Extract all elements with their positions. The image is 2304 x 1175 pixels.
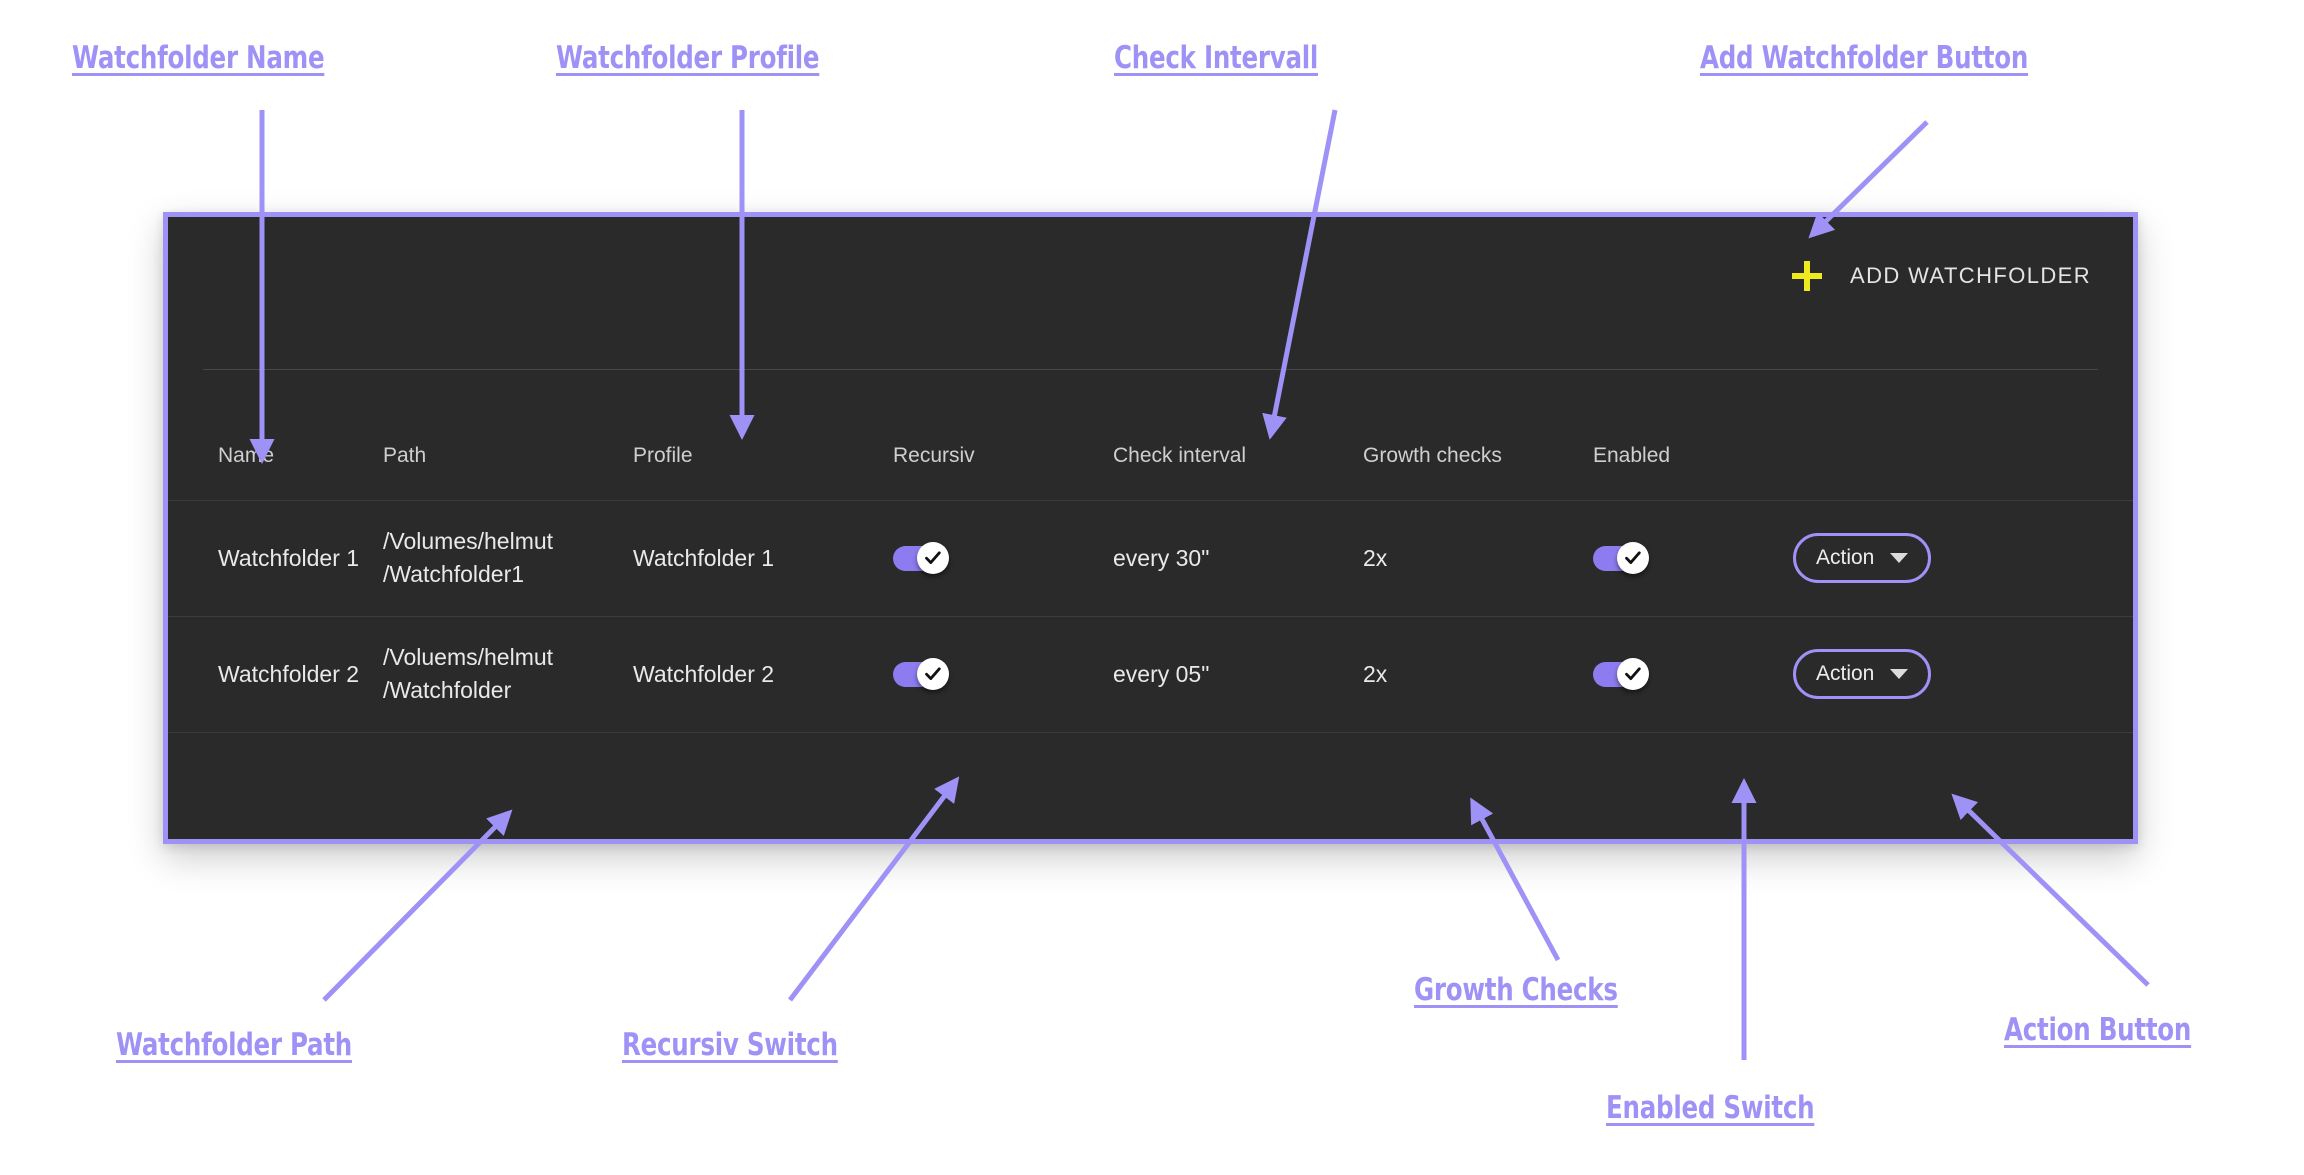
switch-knob — [1617, 658, 1649, 690]
add-watchfolder-label: ADD WATCHFOLDER — [1850, 263, 2091, 288]
check-icon — [925, 551, 941, 564]
table-row: Watchfolder 2 /Voluems/helmut /Watchfold… — [168, 615, 2133, 733]
enabled-switch[interactable] — [1593, 542, 1649, 574]
chevron-down-icon — [1890, 553, 1909, 563]
recursiv-switch[interactable] — [893, 542, 949, 574]
cell-check-interval: every 05" — [1113, 615, 1363, 733]
switch-knob — [917, 658, 949, 690]
column-header-check-interval[interactable]: Check interval — [1113, 443, 1247, 467]
watchfolder-table: Name Path Profile Recursiv Check interva… — [168, 370, 2133, 733]
annotation-label-growth-checks: Growth Checks — [1414, 972, 1618, 1008]
action-button-label: Action — [1816, 662, 1875, 685]
switch-knob — [917, 542, 949, 574]
cell-enabled — [1593, 615, 1793, 733]
annotation-label-enabled-switch: Enabled Switch — [1606, 1090, 1815, 1126]
table-header: Name Path Profile Recursiv Check interva… — [168, 370, 2133, 500]
recursiv-switch[interactable] — [893, 658, 949, 690]
column-header-name[interactable]: Name — [218, 443, 275, 467]
cell-growth-checks: 2x — [1363, 499, 1593, 616]
check-icon — [1625, 667, 1641, 680]
cell-name: Watchfolder 1 — [168, 499, 383, 616]
annotation-label-watchfolder-path: Watchfolder Path — [116, 1027, 353, 1063]
cell-growth-checks: 2x — [1363, 615, 1593, 733]
plus-icon — [1792, 261, 1822, 291]
annotation-label-watchfolder-name: Watchfolder Name — [72, 40, 325, 76]
action-button[interactable]: Action — [1793, 649, 1932, 699]
path-line-2: /Watchfolder1 — [383, 561, 525, 587]
annotation-label-watchfolder-profile: Watchfolder Profile — [556, 40, 820, 76]
cell-check-interval: every 30" — [1113, 499, 1363, 616]
table-header-row: Name Path Profile Recursiv Check interva… — [168, 370, 2133, 500]
action-button[interactable]: Action — [1793, 533, 1932, 583]
path-line-1: /Volumes/helmut — [383, 528, 554, 555]
annotation-label-check-intervall: Check Intervall — [1114, 40, 1319, 76]
panel-toolbar: ADD WATCHFOLDER — [168, 217, 2133, 369]
cell-recursiv — [893, 615, 1113, 733]
watchfolder-panel: ADD WATCHFOLDER Name Path Profile Recurs… — [163, 212, 2138, 844]
cell-profile: Watchfolder 2 — [633, 615, 893, 733]
column-header-enabled[interactable]: Enabled — [1593, 443, 1671, 467]
column-header-action — [1793, 370, 2133, 500]
chevron-down-icon — [1890, 669, 1909, 679]
column-header-path[interactable]: Path — [383, 443, 427, 467]
cell-action: Action — [1793, 499, 2133, 616]
action-button-label: Action — [1816, 546, 1875, 569]
cell-enabled — [1593, 499, 1793, 616]
switch-knob — [1617, 542, 1649, 574]
annotation-label-action-button: Action Button — [2004, 1012, 2192, 1048]
column-header-recursiv[interactable]: Recursiv — [893, 443, 975, 467]
table-row: Watchfolder 1 /Volumes/helmut /Watchfold… — [168, 499, 2133, 616]
add-watchfolder-button[interactable]: ADD WATCHFOLDER — [1782, 253, 2101, 299]
cell-path: /Voluems/helmut /Watchfolder — [383, 615, 633, 733]
check-icon — [1625, 551, 1641, 564]
annotation-label-recursiv-switch: Recursiv Switch — [622, 1027, 838, 1063]
cell-profile: Watchfolder 1 — [633, 499, 893, 616]
column-header-growth-checks[interactable]: Growth checks — [1363, 443, 1502, 467]
cell-path: /Volumes/helmut /Watchfolder1 — [383, 499, 633, 616]
cell-action: Action — [1793, 615, 2133, 733]
cell-name: Watchfolder 2 — [168, 615, 383, 733]
check-icon — [925, 667, 941, 680]
cell-recursiv — [893, 499, 1113, 616]
path-line-1: /Voluems/helmut — [383, 644, 554, 671]
arrow-watchfolder-path — [322, 809, 513, 1002]
path-line-2: /Watchfolder — [383, 677, 512, 703]
table-body: Watchfolder 1 /Volumes/helmut /Watchfold… — [168, 499, 2133, 733]
toolbar-divider — [203, 369, 2098, 370]
annotation-label-add-watchfolder-button: Add Watchfolder Button — [1700, 40, 2029, 76]
enabled-switch[interactable] — [1593, 658, 1649, 690]
column-header-profile[interactable]: Profile — [633, 443, 693, 467]
